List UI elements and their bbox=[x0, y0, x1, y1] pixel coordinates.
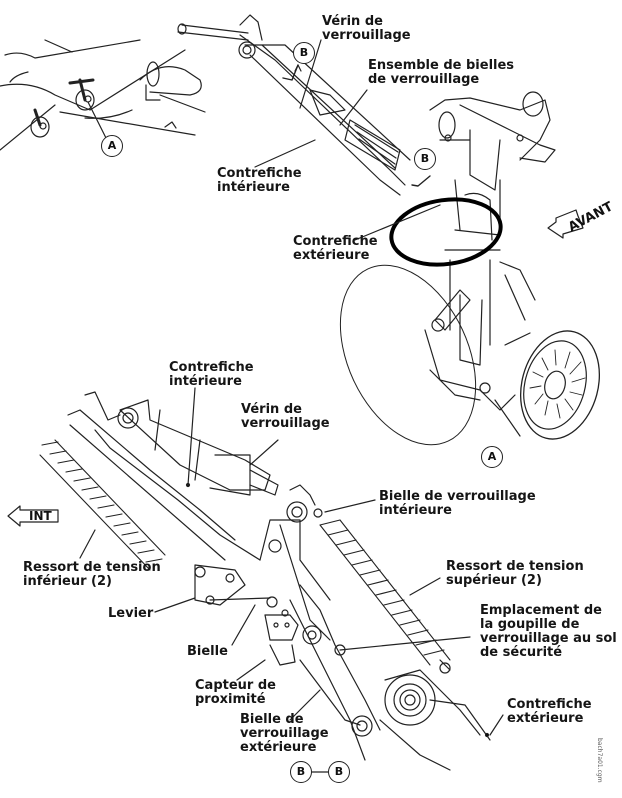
label-line: extérieure bbox=[507, 711, 584, 726]
label-line: verrouillage au sol bbox=[480, 631, 617, 646]
callout-b-lower: B bbox=[414, 148, 436, 170]
label-line: intérieure bbox=[169, 374, 242, 389]
label-line: verrouillage bbox=[240, 726, 329, 741]
section-label-b-left: B bbox=[290, 761, 312, 783]
label-capteur-proximite: Capteur de proximité bbox=[195, 679, 276, 707]
label-line: Bielle de bbox=[240, 712, 304, 727]
label-line: Contrefiche bbox=[217, 166, 302, 181]
label-emplacement-goupille: Emplacement de la goupille de verrouilla… bbox=[480, 604, 617, 660]
section-bb-lock-links bbox=[39, 387, 504, 771]
label-ressort-tension-inferieur: Ressort de tension inférieur (2) bbox=[23, 561, 161, 589]
label-bielle: Bielle bbox=[187, 645, 228, 659]
label-line: intérieure bbox=[379, 503, 452, 518]
label-line: Ressort de tension bbox=[23, 560, 161, 575]
label-levier: Levier bbox=[108, 607, 153, 621]
label-line: Ensemble de bielles bbox=[368, 58, 515, 73]
label-contrefiche-exterieure-a: Contrefiche extérieure bbox=[293, 235, 378, 263]
label-line: intérieure bbox=[217, 180, 290, 195]
label-verin-de-verrouillage-bb: Vérin de verrouillage bbox=[241, 403, 330, 431]
label-line: de verrouillage bbox=[368, 72, 480, 87]
label-contrefiche-exterieure-bb: Contrefiche extérieure bbox=[507, 698, 592, 726]
callout-a-view: A bbox=[481, 446, 503, 468]
label-line: extérieure bbox=[293, 248, 370, 263]
label-line: la goupille de bbox=[480, 617, 580, 632]
label-bielle-verrouillage-interieure: Bielle de verrouillage intérieure bbox=[379, 490, 536, 518]
label-line: Contrefiche bbox=[507, 697, 592, 712]
section-label-b-right: B bbox=[328, 761, 350, 783]
aircraft-locator-sketch bbox=[0, 39, 206, 151]
direction-label-int: INT bbox=[29, 509, 52, 523]
label-line: supérieur (2) bbox=[446, 573, 542, 588]
label-line: Contrefiche bbox=[293, 234, 378, 249]
label-line: Bielle de verrouillage bbox=[379, 489, 536, 504]
label-line: Bielle bbox=[187, 644, 228, 659]
label-line: de sécurité bbox=[480, 645, 563, 660]
label-line: Capteur de bbox=[195, 678, 276, 693]
label-line: Ressort de tension bbox=[446, 559, 584, 574]
label-line: Emplacement de bbox=[480, 603, 602, 618]
label-line: extérieure bbox=[240, 740, 317, 755]
file-reference: bach7a01.cgm bbox=[596, 738, 603, 783]
label-contrefiche-interieure-bb: Contrefiche intérieure bbox=[169, 361, 254, 389]
label-contrefiche-interieure-a: Contrefiche intérieure bbox=[217, 167, 302, 195]
label-bielle-verrouillage-exterieure: Bielle de verrouillage extérieure bbox=[240, 713, 329, 755]
label-line: verrouillage bbox=[322, 28, 411, 43]
label-line: verrouillage bbox=[241, 416, 330, 431]
label-verin-de-verrouillage-a: Vérin de verrouillage bbox=[322, 15, 411, 43]
label-line: Levier bbox=[108, 606, 154, 621]
view-a-gear-assembly bbox=[177, 14, 601, 446]
callout-b-upper: B bbox=[293, 42, 315, 64]
label-line: Contrefiche bbox=[169, 360, 254, 375]
label-line: Vérin de bbox=[322, 14, 383, 29]
label-line: inférieur (2) bbox=[23, 574, 112, 589]
label-line: proximité bbox=[195, 692, 266, 707]
callout-a-locator: A bbox=[101, 135, 123, 157]
label-ressort-tension-superieur: Ressort de tension supérieur (2) bbox=[446, 560, 584, 588]
label-ensemble-bielles: Ensemble de bielles de verrouillage bbox=[368, 59, 514, 87]
int-direction-arrow bbox=[7, 505, 59, 527]
label-line: Vérin de bbox=[241, 402, 302, 417]
